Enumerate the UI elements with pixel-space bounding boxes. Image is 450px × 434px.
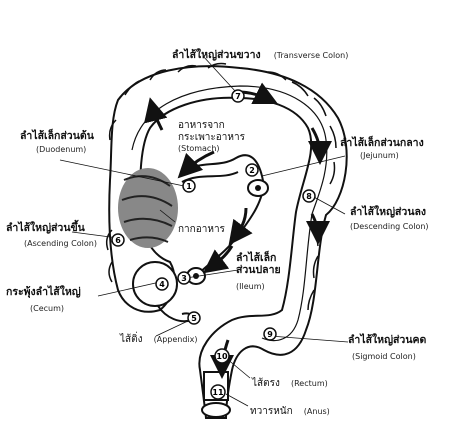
label-appendix-th: ไส้ติ่ง	[120, 334, 143, 345]
marker-4: 4	[155, 277, 169, 291]
label-jejunum-en: (Jejunum)	[360, 151, 399, 161]
label-transverse-colon: ลำไส้ใหญ่ส่วนขวาง (Transverse Colon)	[172, 44, 348, 62]
cecum-shape	[132, 261, 178, 307]
label-stomach-th1: อาหารจาก	[178, 120, 225, 131]
svg-text:10: 10	[216, 352, 228, 361]
label-sigmoid-th: ลำไส้ใหญ่ส่วนคด	[348, 334, 427, 346]
label-cecum-en: (Cecum)	[30, 304, 65, 314]
label-rectum: ไส้ตรง (Rectum)	[252, 372, 328, 390]
svg-text:9: 9	[267, 330, 273, 339]
label-sigmoid-colon: ลำไส้ใหญ่ส่วนคด (Sigmoid Colon)	[348, 334, 426, 361]
label-cecum-th: กระพุ้งลำไส้ใหญ่	[6, 286, 81, 298]
label-rectum-en: (Rectum)	[290, 379, 328, 388]
marker-2: 2	[245, 163, 259, 177]
label-waste: กากอาหาร	[178, 218, 225, 236]
label-ascending-colon: ลำไส้ใหญ่ส่วนขึ้น (Ascending Colon)	[6, 222, 97, 248]
label-sigmoid-en: (Sigmoid Colon)	[352, 352, 416, 362]
label-duodenum: ลำไส้เล็กส่วนต้น (Duodenum)	[20, 130, 94, 154]
label-duodenum-en: (Duodenum)	[36, 145, 87, 155]
label-descending-colon: ลำไส้ใหญ่ส่วนลง (Descending Colon)	[350, 206, 429, 231]
svg-text:8: 8	[306, 192, 312, 201]
label-jejunum: ลำไส้เล็กส่วนกลาง (Jejunum)	[340, 137, 424, 160]
label-rectum-th: ไส้ตรง	[252, 378, 280, 389]
label-appendix: ไส้ติ่ง (Appendix)	[120, 328, 198, 346]
svg-text:3: 3	[181, 274, 187, 283]
marker-10: 10	[214, 348, 230, 364]
marker-7: 7	[231, 89, 245, 103]
label-anus-th: ทวารหนัก	[250, 406, 293, 417]
label-anus-en: (Anus)	[303, 407, 330, 416]
marker-1: 1	[182, 179, 196, 193]
label-cecum: กระพุ้งลำไส้ใหญ่ (Cecum)	[6, 286, 81, 313]
label-anus: ทวารหนัก (Anus)	[250, 400, 330, 418]
label-ileum-th2: ส่วนปลาย	[236, 264, 281, 277]
svg-text:6: 6	[115, 236, 121, 245]
pointer-lines	[59, 55, 349, 407]
label-appendix-en: (Appendix)	[153, 335, 198, 344]
svg-text:7: 7	[235, 92, 241, 101]
label-descending-en: (Descending Colon)	[350, 222, 429, 232]
label-ascending-th: ลำไส้ใหญ่ส่วนขึ้น	[6, 222, 85, 234]
marker-11: 11	[210, 384, 226, 400]
label-stomach: อาหารจาก กระเพาะอาหาร (Stomach)	[178, 120, 245, 153]
svg-text:4: 4	[159, 280, 165, 289]
label-transverse-en: (Transverse Colon)	[273, 51, 349, 60]
label-waste-th: กากอาหาร	[178, 224, 225, 235]
anus-shape	[201, 402, 231, 418]
small-intestine-coils	[118, 168, 178, 248]
label-ileum-en: (Ileum)	[236, 282, 265, 292]
marker-6: 6	[111, 233, 125, 247]
svg-text:5: 5	[191, 314, 197, 323]
label-stomach-en: (Stomach)	[178, 144, 220, 153]
marker-9: 9	[263, 327, 277, 341]
marker-5: 5	[187, 311, 201, 325]
svg-text:1: 1	[186, 182, 192, 191]
label-transverse-th: ลำไส้ใหญ่ส่วนขวาง	[172, 49, 261, 61]
marker-8: 8	[302, 189, 316, 203]
label-descending-th: ลำไส้ใหญ่ส่วนลง	[350, 206, 427, 218]
label-jejunum-th: ลำไส้เล็กส่วนกลาง	[340, 137, 424, 149]
svg-text:11: 11	[212, 388, 224, 397]
label-ileum: ลำไส้เล็ก ส่วนปลาย (Ileum)	[236, 252, 281, 291]
svg-text:2: 2	[249, 166, 255, 175]
label-ascending-en: (Ascending Colon)	[24, 239, 97, 249]
label-duodenum-th: ลำไส้เล็กส่วนต้น	[20, 130, 94, 142]
label-ileum-th1: ลำไส้เล็ก	[236, 252, 277, 264]
marker-3: 3	[177, 271, 191, 285]
label-stomach-th2: กระเพาะอาหาร	[178, 131, 245, 143]
